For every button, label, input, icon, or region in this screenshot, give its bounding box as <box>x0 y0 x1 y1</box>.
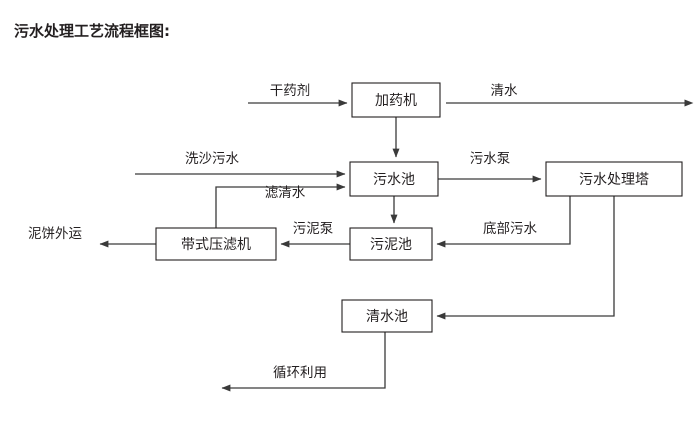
edge-label-filtered-water: 滤清水 <box>265 185 306 201</box>
edge-label-bottom-sewage: 底部污水 <box>483 221 537 237</box>
page-title: 污水处理工艺流程框图: <box>14 22 170 40</box>
node-box-belt-filter[interactable] <box>155 227 277 261</box>
flow-edge-clear-water-to-recycle <box>221 332 386 392</box>
node-label-belt-filter: 带式压滤机 <box>181 237 251 253</box>
node-belt-filter[interactable]: 带式压滤机 <box>155 227 277 261</box>
node-treatment-tower[interactable]: 污水处理塔 <box>545 161 683 197</box>
flow-edge-tower-to-sludge-pool <box>436 196 571 248</box>
node-label-clear-water-pool: 清水池 <box>366 309 408 325</box>
node-box-clear-water-pool[interactable] <box>341 299 433 333</box>
node-dosing-machine[interactable]: 加药机 <box>351 82 441 118</box>
node-box-treatment-tower[interactable] <box>545 161 683 197</box>
node-label-sewage-pool: 污水池 <box>373 172 415 188</box>
node-label-sludge-pool: 污泥池 <box>370 237 412 253</box>
edge-label-sand-wash-sewage: 洗沙污水 <box>185 151 239 167</box>
edge-label-recycle-use: 循环利用 <box>273 365 327 381</box>
node-label-dosing-machine: 加药机 <box>375 93 417 109</box>
edge-label-sludge-pump: 污泥泵 <box>293 221 334 237</box>
edges-layer <box>99 99 694 392</box>
node-box-sludge-pool[interactable] <box>349 227 433 261</box>
flow-edge-filtered-to-sewage-pool <box>215 183 346 228</box>
node-box-dosing-machine[interactable] <box>351 82 441 118</box>
node-label-treatment-tower: 污水处理塔 <box>579 172 649 188</box>
node-sludge-pool[interactable]: 污泥池 <box>349 227 433 261</box>
node-sewage-pool[interactable]: 污水池 <box>349 161 439 197</box>
flow-edge-tower-to-clear-water-pool <box>436 196 615 320</box>
edge-label-clean-water: 清水 <box>491 83 519 99</box>
node-box-sewage-pool[interactable] <box>349 161 439 197</box>
edge-label-dry-agent: 干药剂 <box>270 83 311 99</box>
node-clear-water-pool[interactable]: 清水池 <box>341 299 433 333</box>
edge-label-sewage-pump: 污水泵 <box>470 151 511 167</box>
edge-label-mud-cake-out: 泥饼外运 <box>28 226 82 242</box>
